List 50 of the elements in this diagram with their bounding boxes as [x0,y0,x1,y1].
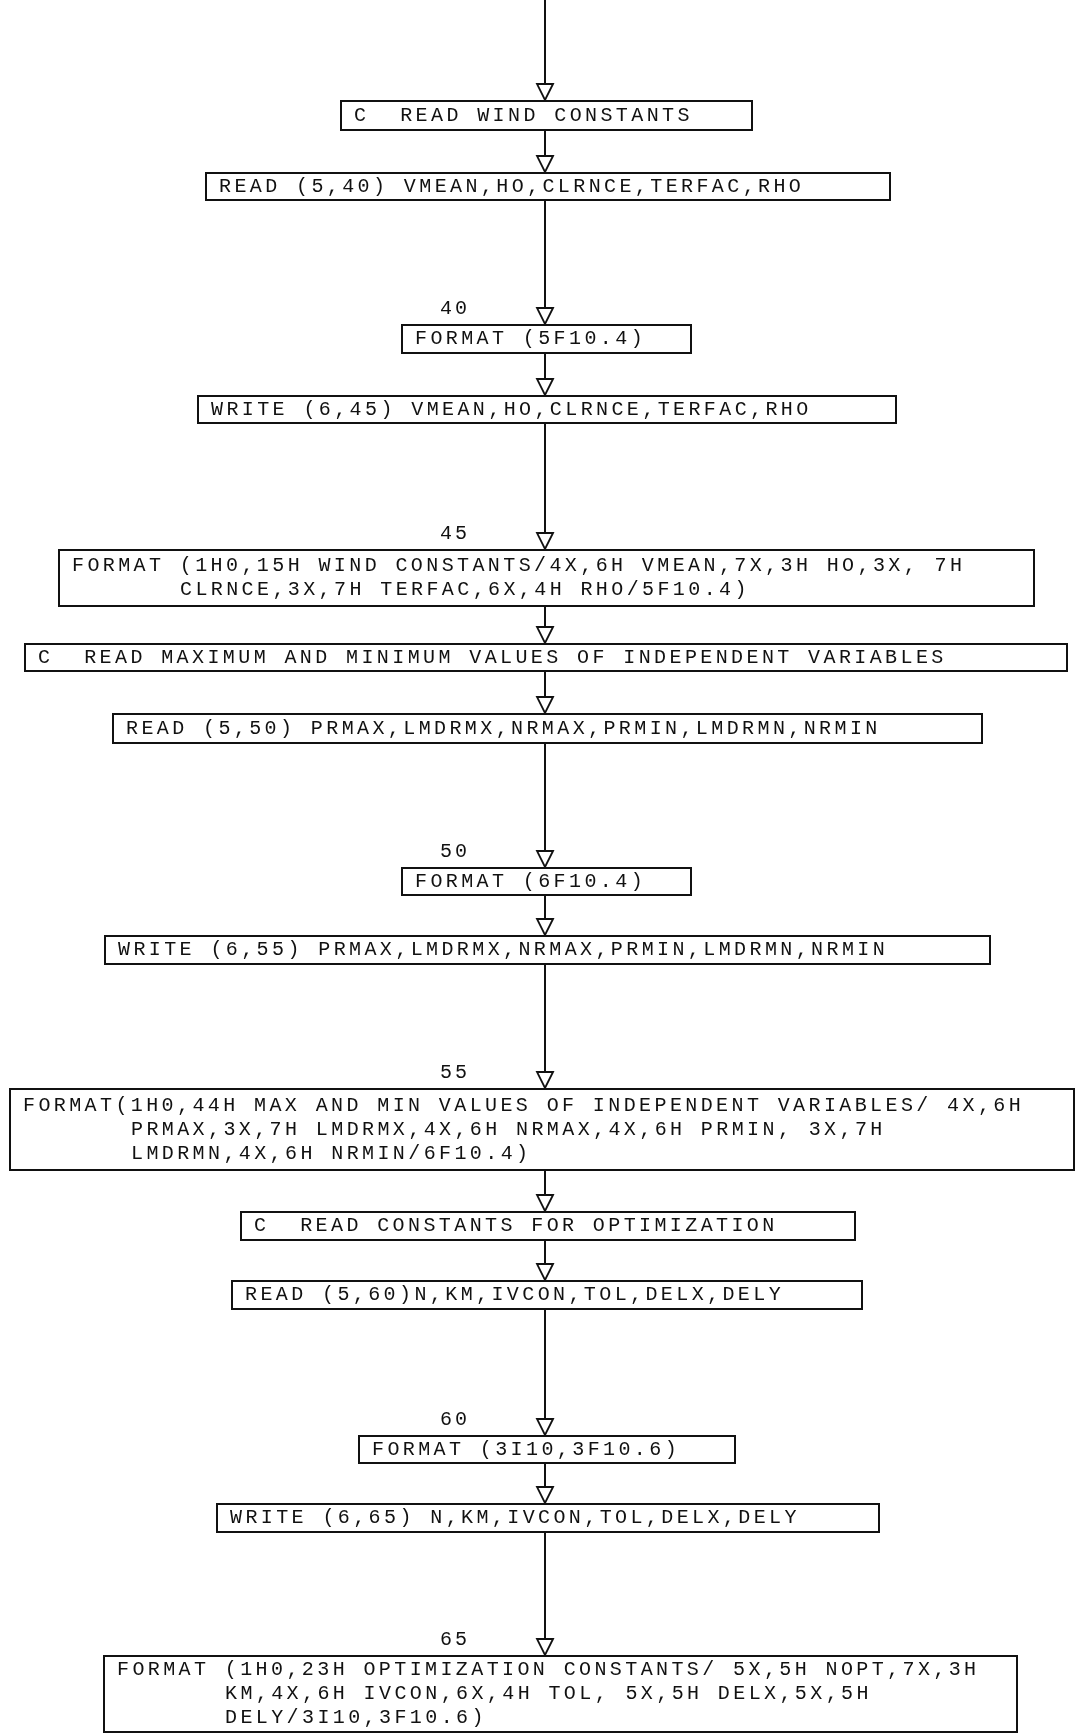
statement-text: WRITE (6,55) PRMAX,LMDRMX,NRMAX,PRMIN,LMDRMN,NRMIN [117,938,890,962]
process-box [24,643,1068,672]
arrow [536,964,554,1089]
statement-text: FORMAT (3I10,3F10.6) [371,1437,682,1462]
arrow [536,200,554,325]
arrow [536,1463,554,1504]
statement-number: 60 [440,1409,470,1431]
statement-text: WRITE (6,65) N,KM,IVCON,TOL,DELX,DELY [229,1506,801,1530]
statement-number: 55 [440,1062,470,1084]
statement-text: FORMAT (1H0,23H OPTIMIZATION CONSTANTS/ 5X,5H NOPT,7X,3H KM,4X,6H IVCON,6X,4H TOL, 5X,5H DELX,5X,5H DELY/3I10,3F10.6) [116,1658,981,1730]
arrow [536,353,554,396]
arrow [536,423,554,550]
statement-text: READ (5,40) VMEAN,HO,CLRNCE,TERFAC,RHO [218,174,806,199]
process-box [340,100,753,131]
process-box [58,549,1035,607]
statement-number: 45 [440,523,470,545]
arrow [536,743,554,868]
statement-text: C READ MAXIMUM AND MINIMUM VALUES OF INDEPENDENT VARIABLES [37,645,948,670]
process-box [205,172,891,201]
statement-number: 40 [440,298,470,320]
arrow [536,895,554,936]
process-box [240,1211,856,1241]
process-box [104,935,991,965]
process-box [216,1503,880,1533]
statement-text: C READ WIND CONSTANTS [353,103,694,128]
arrow [536,671,554,714]
arrow [536,1170,554,1212]
statement-text: FORMAT (5F10.4) [414,327,648,351]
arrow [536,606,554,644]
arrow [536,1240,554,1281]
statement-text: READ (5,60)N,KM,IVCON,TOL,DELX,DELY [244,1283,786,1307]
statement-number: 65 [440,1629,470,1651]
statement-text: FORMAT (1H0,15H WIND CONSTANTS/4X,6H VMEAN,7X,3H HO,3X, 7H CLRNCE,3X,7H TERFAC,6X,4H RHO/5F10.4) [71,554,967,602]
statement-text: FORMAT(1H0,44H MAX AND MIN VALUES OF INDEPENDENT VARIABLES/ 4X,6H PRMAX,3X,7H LMDRMX,4X,6H NRMAX,4X,6H PRMIN, 3X,7H LMDRMN,4X,6H NRMIN/6F10.4) [22,1093,1026,1166]
statement-number: 50 [440,841,470,863]
process-box [401,324,692,354]
process-box [9,1088,1075,1171]
statement-text: READ (5,50) PRMAX,LMDRMX,NRMAX,PRMIN,LMDRMN,NRMIN [125,716,882,741]
arrow [536,1309,554,1436]
process-box [197,395,897,424]
statement-text: C READ CONSTANTS FOR OPTIMIZATION [253,1214,779,1238]
process-box [358,1435,736,1464]
process-box [112,713,983,744]
statement-text: FORMAT (6F10.4) [414,869,648,894]
statement-text: WRITE (6,45) VMEAN,HO,CLRNCE,TERFAC,RHO [210,397,813,422]
arrow [536,0,554,101]
arrow [536,130,554,173]
process-box [231,1280,863,1310]
process-box [401,867,692,896]
arrow [536,1532,554,1656]
